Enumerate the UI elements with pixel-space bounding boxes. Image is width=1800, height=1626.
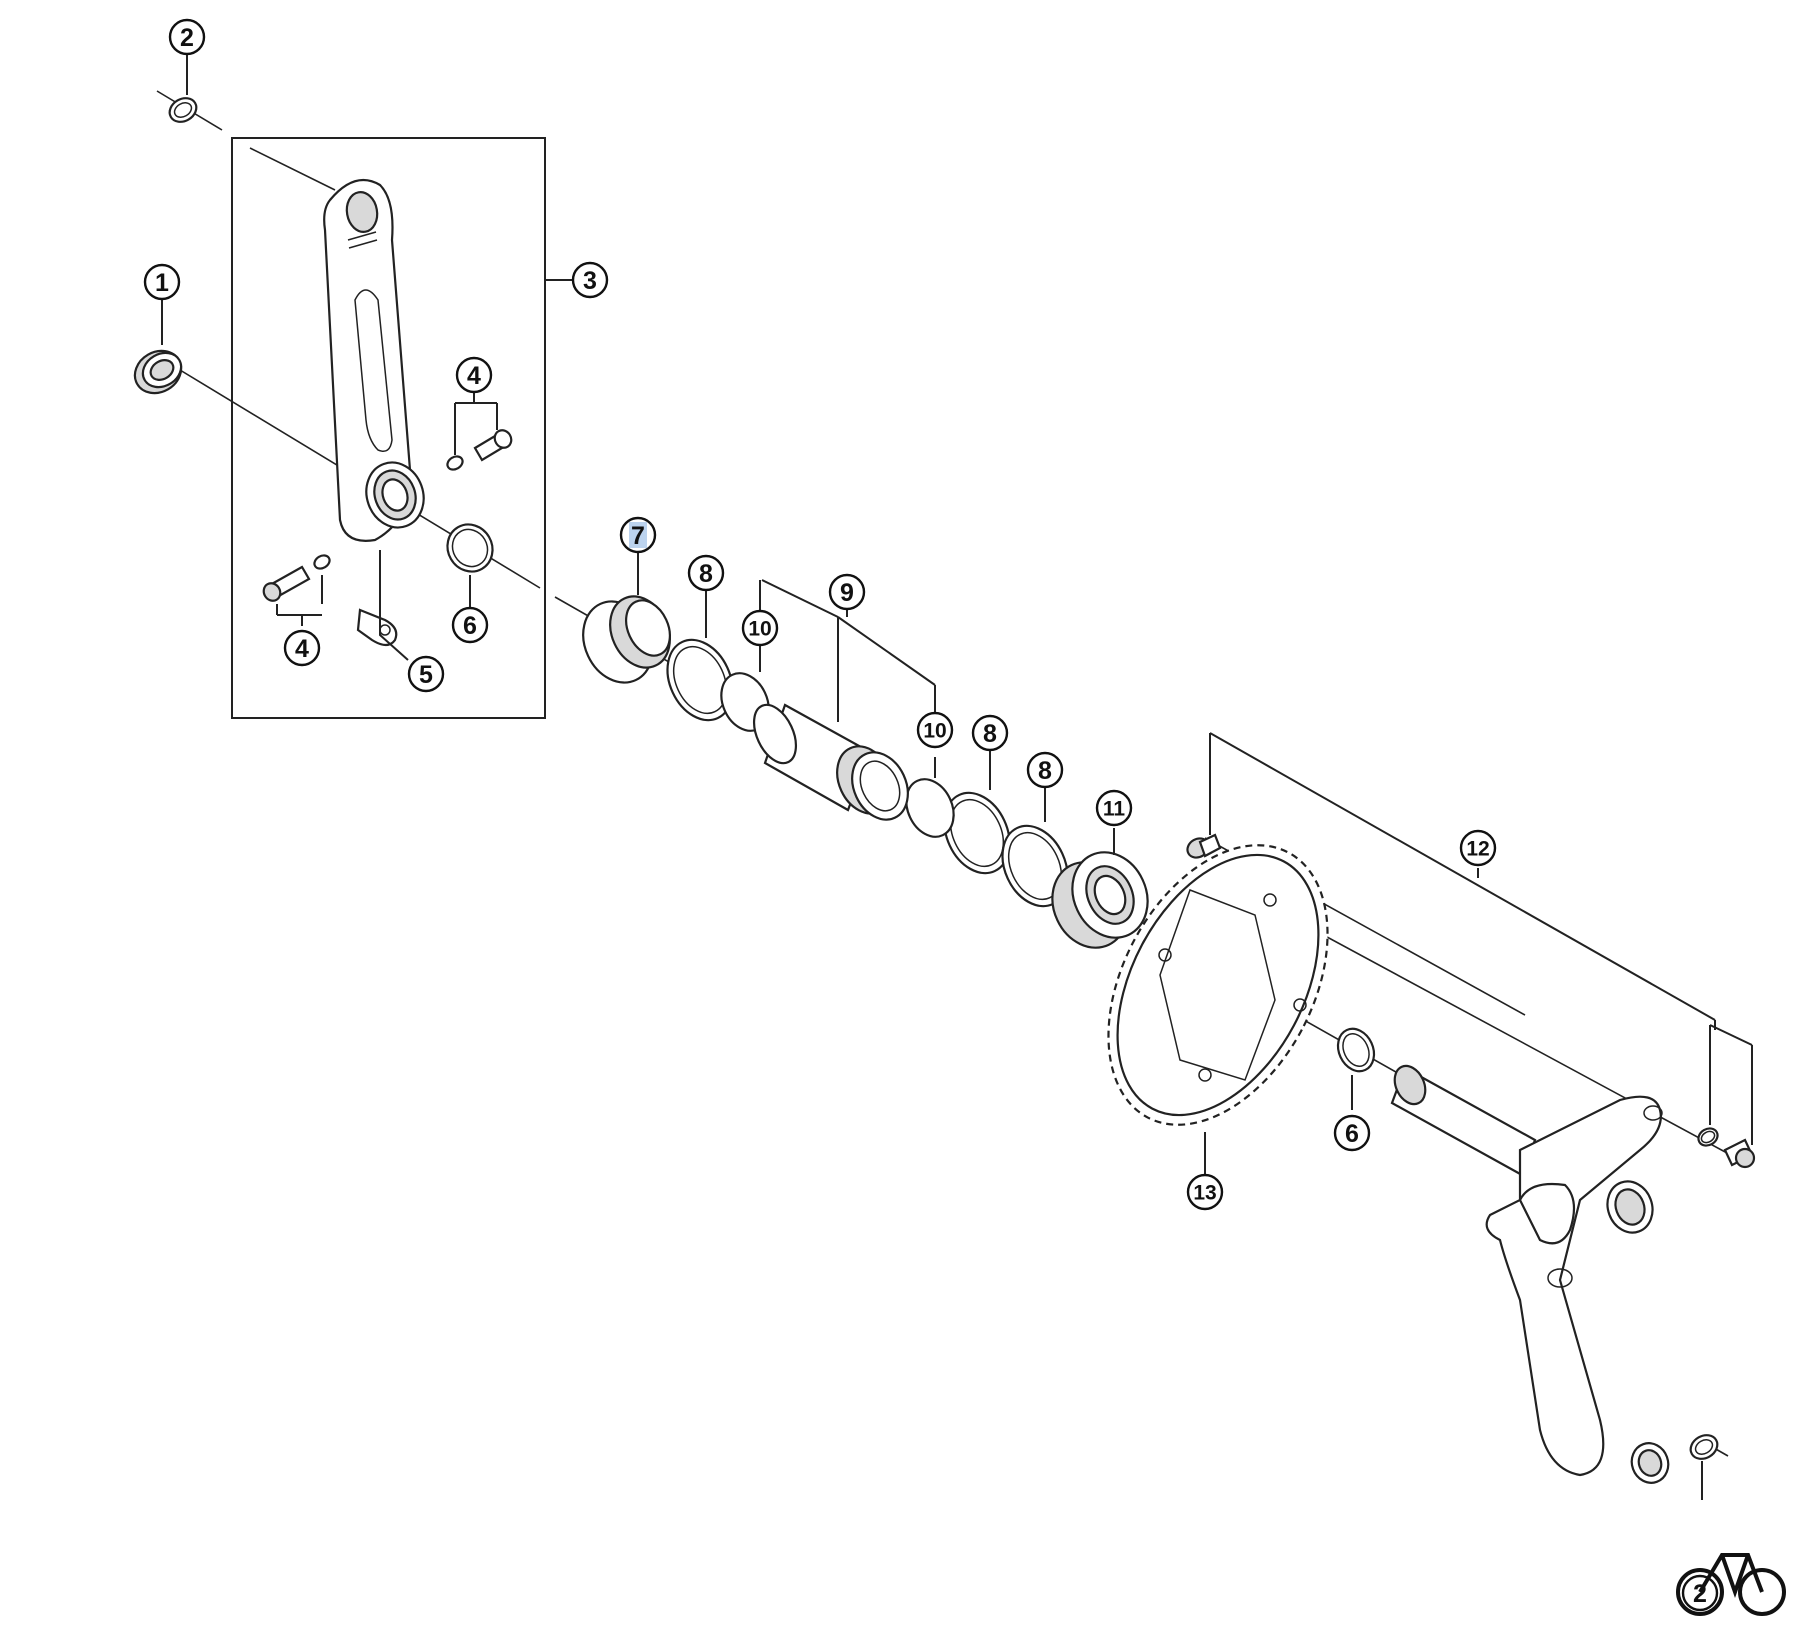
callout-10-b: 10	[916, 711, 954, 749]
callout-12: 12	[1459, 829, 1497, 867]
svg-text:9: 9	[840, 579, 854, 607]
part-12-chainring-bolt-nut	[1186, 833, 1222, 859]
svg-text:1: 1	[155, 269, 169, 297]
part-5-safety-plate	[356, 608, 398, 647]
svg-text:4: 4	[467, 362, 481, 390]
svg-text:10: 10	[748, 618, 771, 641]
part-8-spacer-a	[666, 638, 734, 722]
svg-text:8: 8	[699, 560, 713, 588]
svg-text:6: 6	[463, 612, 477, 640]
svg-text:7: 7	[631, 522, 645, 550]
callout-10-a: 10	[741, 609, 779, 647]
left-crank-kit-box	[231, 137, 546, 719]
part-13-chainring	[1107, 844, 1329, 1126]
part-2-washer-top	[168, 97, 198, 123]
svg-text:13: 13	[1193, 1182, 1216, 1205]
callout-1: 1	[143, 263, 181, 301]
callout-2-bottom: 2	[1681, 1574, 1719, 1612]
callout-9: 9	[828, 573, 866, 611]
part-8-spacer-c	[1001, 824, 1069, 908]
callout-11: 11	[1095, 789, 1133, 827]
part-7-left-bb-cup	[582, 595, 671, 684]
svg-text:3: 3	[583, 267, 597, 295]
callout-4-lower: 4	[283, 629, 321, 667]
svg-text:6: 6	[1345, 1120, 1359, 1148]
callout-13: 13	[1186, 1173, 1224, 1211]
callout-5: 5	[407, 655, 445, 693]
callout-4-upper: 4	[455, 356, 493, 394]
callout-7: 7	[619, 516, 657, 554]
leader-lines	[161, 54, 1753, 1500]
callout-7-highlight	[629, 522, 647, 548]
part-12-chainring-bolt	[1697, 1127, 1756, 1169]
part-1-crank-cap	[133, 349, 183, 395]
part-12-washer	[1700, 1130, 1716, 1144]
callout-3: 3	[571, 261, 609, 299]
callout-6-left: 6	[451, 606, 489, 644]
part-3-left-crank-arm	[323, 178, 425, 542]
part-10-thin-spacer-b	[905, 778, 955, 838]
bicycle-icon	[1676, 1553, 1786, 1616]
part-8-spacer-b	[943, 791, 1011, 875]
callout-8-b: 8	[971, 714, 1009, 752]
right-crank-arm-spindle	[1390, 1064, 1670, 1484]
svg-text:8: 8	[983, 720, 997, 748]
svg-text:2: 2	[180, 24, 194, 52]
callout-8-a: 8	[687, 554, 725, 592]
part-4-pinch-bolt-upper	[446, 429, 513, 471]
part-9-inner-cover	[752, 703, 909, 821]
svg-text:8: 8	[1038, 757, 1052, 785]
part-2-washer-bottom	[1689, 1434, 1719, 1460]
part-6-o-ring-left	[446, 523, 494, 573]
svg-text:4: 4	[295, 635, 309, 663]
svg-text:10: 10	[923, 720, 946, 743]
callout-8-c: 8	[1026, 751, 1064, 789]
svg-text:12: 12	[1466, 838, 1489, 861]
part-11-right-bb-cup	[1051, 851, 1149, 949]
svg-text:5: 5	[419, 661, 433, 689]
callout-6-right: 6	[1333, 1114, 1371, 1152]
callout-2-top: 2	[168, 18, 206, 56]
part-4-pinch-bolt-lower	[262, 554, 331, 602]
svg-text:11: 11	[1103, 798, 1126, 821]
part-6-o-ring-right	[1336, 1027, 1376, 1073]
